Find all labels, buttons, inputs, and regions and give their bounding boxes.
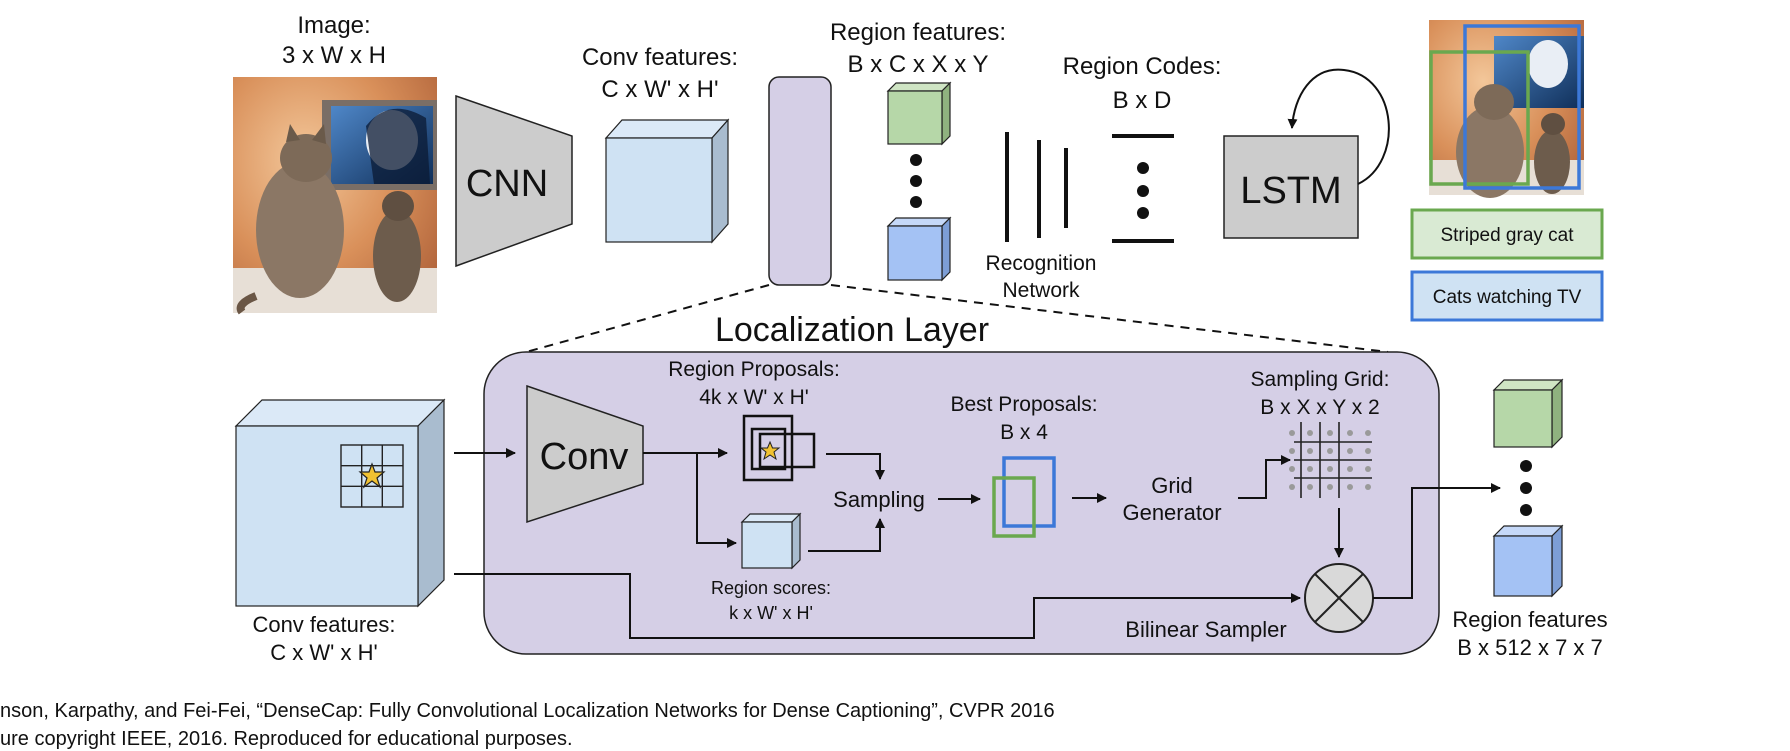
output-region-cube-blue [1492,524,1564,598]
recognition-network-label-2: Network [1002,279,1080,302]
output-photo [1429,20,1584,198]
localization-layer-box [483,351,1440,655]
best-proposal-box-blue [1002,456,1056,528]
output-region-cube-green [1492,378,1564,449]
cnn-label: CNN [466,163,548,205]
region-proposals-anchors [742,414,816,482]
citation-line-2: ure copyright IEEE, 2016. Reproduced for… [0,728,573,750]
input-conv-features-label: Conv features: [252,612,395,637]
grid-generator-label: Grid [1151,473,1193,498]
star-icon [759,440,781,461]
sampling-grid-icon [1289,422,1372,498]
conv-features-dims: C x W' x H' [601,76,718,103]
lstm-recurrent-arrow [1287,68,1390,185]
caption-box-blue [1410,270,1604,322]
bilinear-sampler-icon [1304,563,1374,633]
caption-box-green [1410,208,1604,260]
region-features-label: Region features: [830,19,1006,46]
sampling-grid-dims: B x X x Y x 2 [1260,396,1379,419]
localization-layer-title: Localization Layer [715,311,989,349]
arrow-features-to-sampler [454,573,1301,639]
input-conv-features-dims: C x W' x H' [270,640,377,665]
conv-label: Conv [540,436,629,478]
region-scores-dims: k x W' x H' [729,603,813,623]
region-proposals-dims: 4k x W' x H' [699,386,809,409]
region-codes-label: Region Codes: [1063,53,1222,80]
input-photo [233,77,437,315]
cnn-block [455,94,573,268]
output-region-features-label: Region features [1452,607,1607,632]
lstm-label: LSTM [1240,170,1341,212]
conv-features-cube [604,118,730,244]
grid-generator-label-2: Generator [1122,500,1221,525]
lstm-block [1223,135,1359,239]
arrow-sampler-to-output [1373,483,1501,599]
region-features-dims: B x C x X x Y [848,51,989,78]
sampling-label: Sampling [833,487,925,512]
region-codes-vector [1112,134,1174,243]
best-proposal-box-green [992,476,1036,538]
ellipsis-dots-output [1520,460,1532,516]
region-scores-cube [740,512,802,570]
bilinear-sampler-label: Bilinear Sampler [1125,617,1286,642]
caption-text-blue: Cats watching TV [1433,287,1582,308]
best-proposals-label: Best Proposals: [950,393,1097,416]
arrow-proposals-to-sampling [826,453,885,480]
arrow-scores-to-sampling [808,518,885,552]
recognition-network-label: Recognition [986,252,1097,275]
conv-features-label: Conv features: [582,44,738,71]
best-proposals-dims: B x 4 [1000,421,1048,444]
caption-text-green: Striped gray cat [1440,225,1574,246]
conv-block [526,384,644,524]
region-scores-label: Region scores: [711,578,831,598]
image-dims: 3 x W x H [282,42,386,69]
image-label: Image: [297,12,370,39]
arrow-conv-to-scores [696,453,737,548]
region-proposals-label: Region Proposals: [668,358,840,381]
input-conv-features-cube [234,398,446,608]
recognition-network-bars [1005,132,1068,242]
sampling-grid-label: Sampling Grid: [1251,368,1390,391]
region-feature-cube-green [886,81,952,146]
localization-block-compact [768,76,832,286]
arrow-grid-generator-to-grid [1238,455,1291,499]
ellipsis-dots-top [910,154,922,208]
output-region-features-dims: B x 512 x 7 x 7 [1457,635,1603,660]
region-codes-dims: B x D [1113,87,1172,114]
zoom-line-right [830,284,1389,353]
citation-line-1: nson, Karpathy, and Fei-Fei, “DenseCap: … [0,700,1055,722]
zoom-line-left [525,284,770,353]
star-icon [358,462,386,489]
region-feature-cube-blue [886,216,952,282]
